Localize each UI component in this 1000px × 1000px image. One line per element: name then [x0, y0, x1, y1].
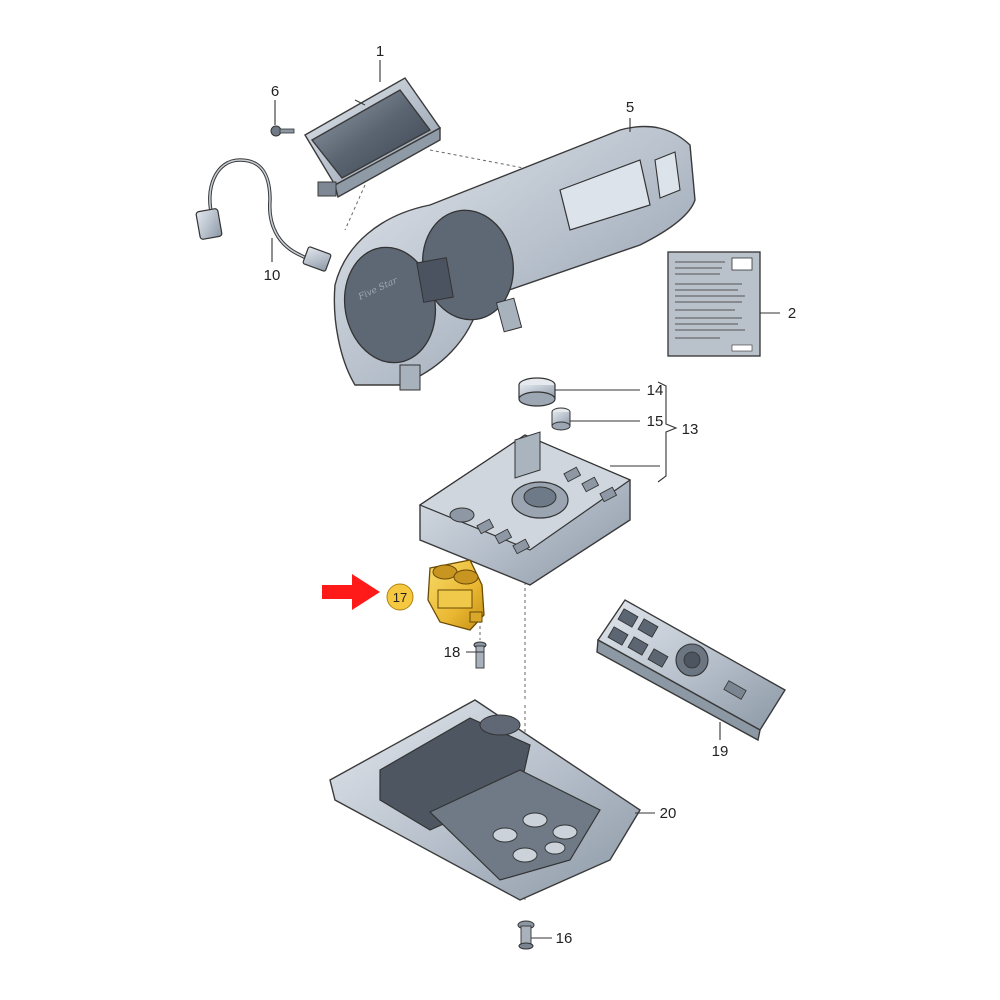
callout-17-badge — [386, 583, 414, 611]
callout-14: 14 — [647, 382, 664, 399]
remote-19 — [596, 599, 786, 742]
callout-2: 2 — [788, 305, 796, 322]
control-panel-13 — [418, 431, 632, 586]
callout-20: 20 — [660, 805, 677, 822]
callout-5: 5 — [626, 99, 634, 116]
red-arrow-icon — [322, 574, 380, 610]
callout-15: 15 — [647, 413, 664, 430]
warning-label-2 — [667, 251, 761, 357]
screw-16 — [517, 920, 535, 950]
alignment-line — [344, 184, 366, 231]
callout-19: 19 — [712, 743, 729, 760]
bracket-13 — [657, 381, 678, 483]
callout-17: 17 — [393, 590, 407, 605]
screw-6 — [270, 125, 295, 137]
rotary-knob-14 — [518, 377, 556, 407]
callout-16: 16 — [556, 930, 573, 947]
callout-6: 6 — [271, 83, 279, 100]
callout-1: 1 — [376, 43, 384, 60]
callout-13: 13 — [682, 421, 699, 438]
display-unit — [304, 77, 442, 199]
small-knob-15 — [551, 407, 571, 431]
callout-18: 18 — [444, 644, 461, 661]
console-frame-20 — [329, 699, 641, 901]
screw-18 — [473, 641, 487, 669]
callout-10: 10 — [264, 267, 281, 284]
cable-harness-10 — [195, 158, 332, 272]
switch-block-17 — [427, 559, 485, 631]
dash-bezel-5: Five Star — [333, 125, 696, 391]
